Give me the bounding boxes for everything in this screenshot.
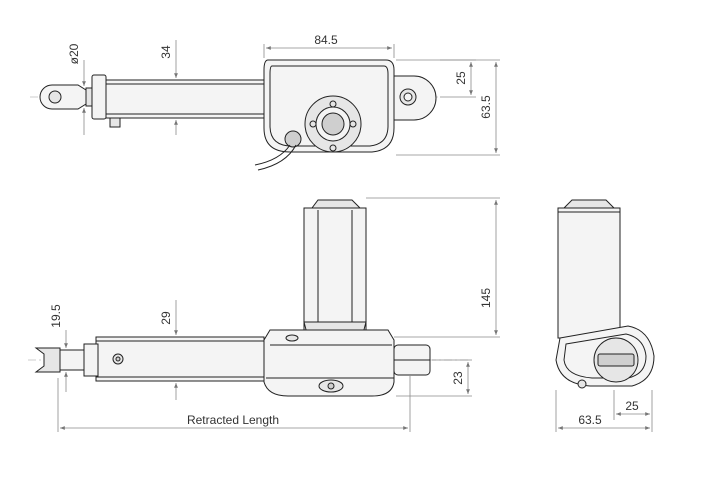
side-view: 63.5 25 [555,199,655,432]
top-view: 84.5 ø20 34 25 63.5 [30,33,500,171]
dim-front-motor-height: 145 [479,288,493,308]
front-rear-clevis [393,344,431,376]
top-outer-tube [105,79,265,128]
dim-side-width: 63.5 [578,413,602,427]
front-housing [263,329,395,397]
dim-top-height: 63.5 [479,95,493,119]
front-rod-end [34,343,99,377]
front-outer-tube [95,336,265,382]
dim-top-eye-offset: 25 [454,71,468,85]
front-motor [303,199,367,346]
dim-retracted-length: Retracted Length [187,413,279,427]
top-rod-eye [39,74,107,120]
front-view: 145 19.5 29 23 Retracted Length [28,197,500,432]
dim-side-offset: 25 [625,399,639,413]
dim-top-tube-height: 34 [159,45,173,59]
dim-front-eye-height: 19.5 [49,304,63,328]
dim-front-offset: 23 [451,371,465,385]
side-motor [557,199,621,339]
top-rear-eye [393,75,437,121]
dim-front-tube-height: 29 [159,311,173,325]
dim-top-rod-diameter: ø20 [67,43,81,64]
top-gearbox [254,59,395,171]
dim-top-length: 84.5 [314,33,338,47]
side-housing [555,325,655,389]
